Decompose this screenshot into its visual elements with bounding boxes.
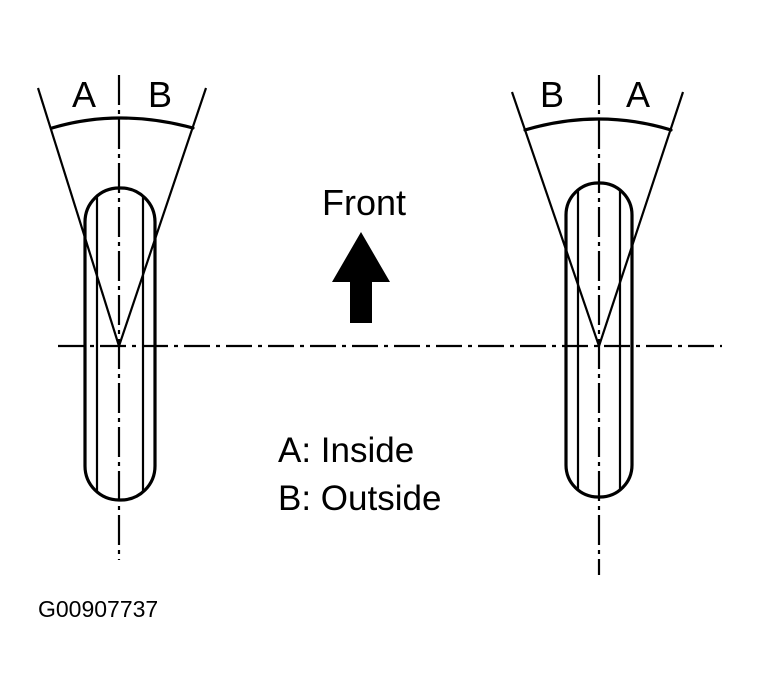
- left-angle-arc: [50, 116, 195, 130]
- front-label: Front: [322, 182, 406, 223]
- right-wheel-group: B A: [510, 74, 685, 575]
- left-angle-line-a: [36, 87, 121, 347]
- left-angle-line-b: [117, 87, 208, 347]
- left-label-b: B: [148, 74, 172, 115]
- figure-code: G00907737: [38, 596, 158, 622]
- legend-inside: A: Inside: [278, 431, 414, 470]
- legend-outside: B: Outside: [278, 479, 441, 518]
- left-label-a: A: [72, 74, 96, 115]
- right-angle-line-b: [510, 91, 601, 347]
- right-angle-arc: [523, 117, 673, 132]
- right-angle-line-a: [597, 91, 685, 347]
- left-tire: [83, 186, 157, 502]
- right-label-b: B: [540, 74, 564, 115]
- front-arrow-icon: [332, 232, 390, 323]
- right-label-a: A: [626, 74, 650, 115]
- left-wheel-group: A B: [36, 74, 208, 560]
- right-tire: [564, 181, 634, 499]
